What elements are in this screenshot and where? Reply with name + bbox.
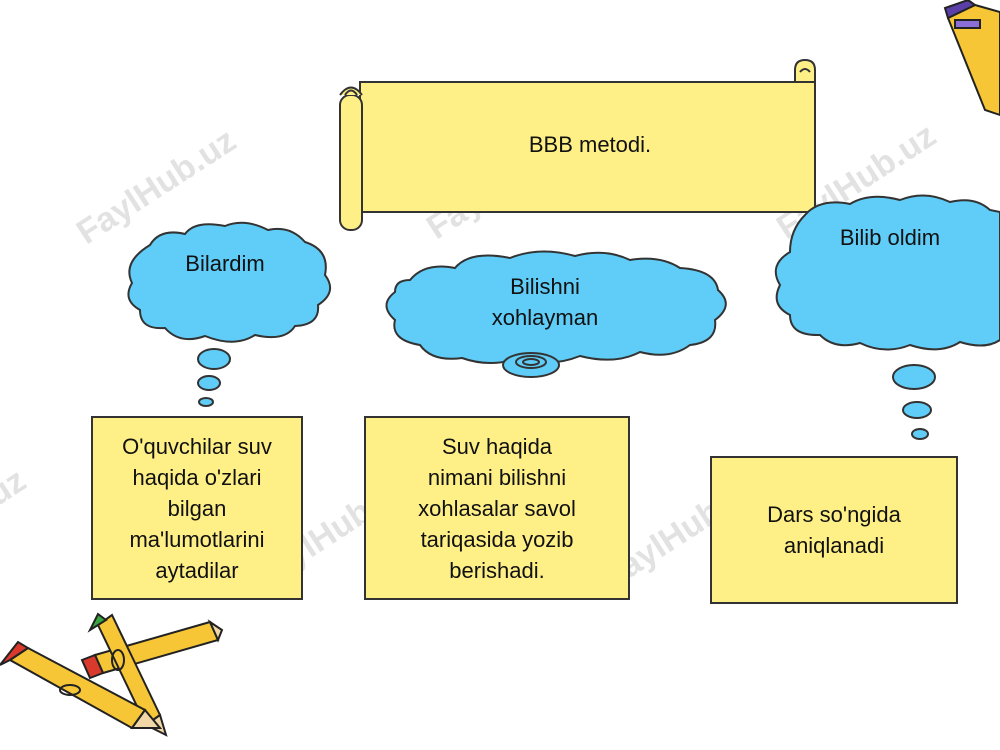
pencils-icon (0, 612, 224, 737)
note-bilishni-xohlayman-text: Suv haqida nimani bilishni xohlasalar sa… (418, 433, 576, 583)
cloud-bilardim (127, 221, 332, 407)
cloud-label-bilib-oldim: Bilib oldim (839, 225, 941, 250)
cloud-bilishni-xohlayman (385, 250, 727, 378)
cloud-bilib-oldim (774, 194, 1000, 440)
title-scroll (339, 58, 816, 231)
note-bilishni-xohlayman: Suv haqida nimani bilishni xohlasalar sa… (364, 416, 630, 600)
note-bilardim-text: O'quvchilar suv haqida o'zlari bilgan ma… (122, 433, 272, 583)
cloud-label-bilardim: Bilardim (185, 251, 265, 276)
note-bilardim: O'quvchilar suv haqida o'zlari bilgan ma… (91, 416, 303, 600)
cloud-label-bilishni-line1: Bilishni (510, 274, 580, 299)
note-bilib-oldim: Dars so'ngida aniqlanadi (710, 456, 958, 604)
page-title: BBB metodi. (528, 132, 652, 157)
cloud-label-bilishni-line2: xohlayman (491, 305, 599, 330)
note-bilib-oldim-text: Dars so'ngida aniqlanadi (767, 502, 901, 558)
pencil-top-right-icon (943, 0, 1000, 117)
